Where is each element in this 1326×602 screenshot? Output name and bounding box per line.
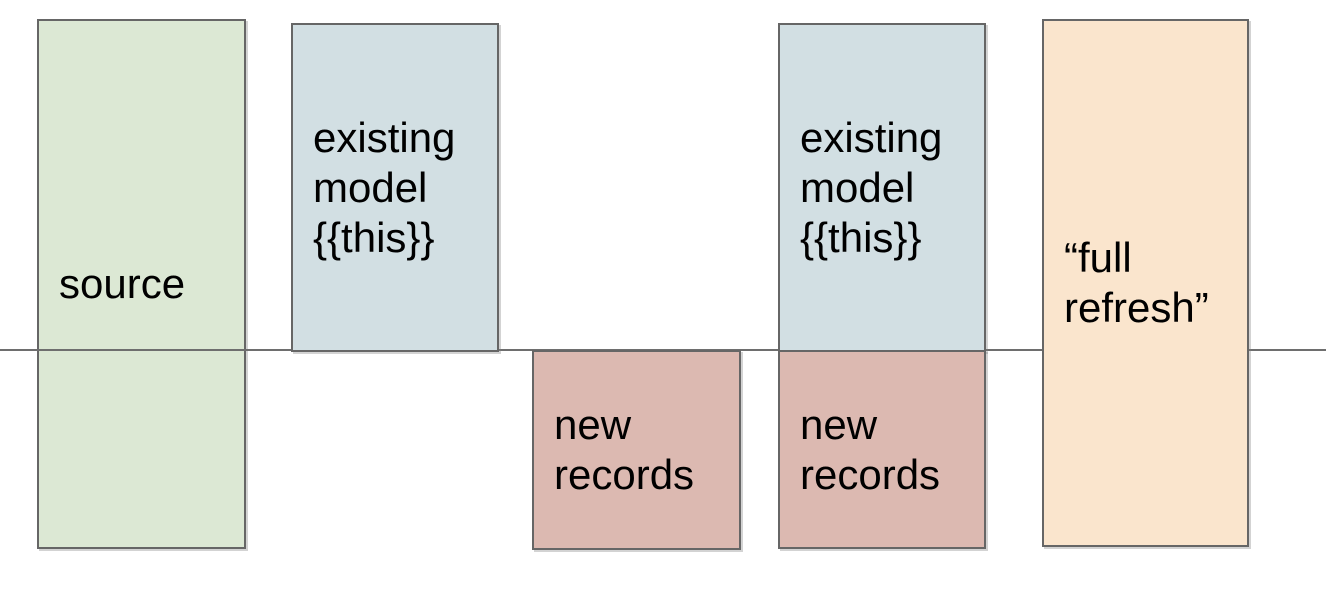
existing-model-box-1: existing model {{this}} bbox=[291, 23, 499, 352]
source-label: source bbox=[59, 260, 186, 307]
existing-model-box-2: existing model {{this}} bbox=[778, 23, 986, 352]
new-records-label-1: new records bbox=[554, 401, 695, 498]
full-refresh-label: “full refresh” bbox=[1064, 234, 1209, 331]
existing-model-label-2: existing model {{this}} bbox=[800, 113, 943, 261]
new-records-box-2: new records bbox=[778, 350, 986, 549]
full-refresh-box: “full refresh” bbox=[1042, 19, 1249, 547]
existing-model-label-1: existing model {{this}} bbox=[313, 113, 456, 261]
source-box: source bbox=[37, 19, 246, 549]
new-records-label-2: new records bbox=[800, 400, 941, 498]
new-records-box-1: new records bbox=[532, 350, 741, 550]
